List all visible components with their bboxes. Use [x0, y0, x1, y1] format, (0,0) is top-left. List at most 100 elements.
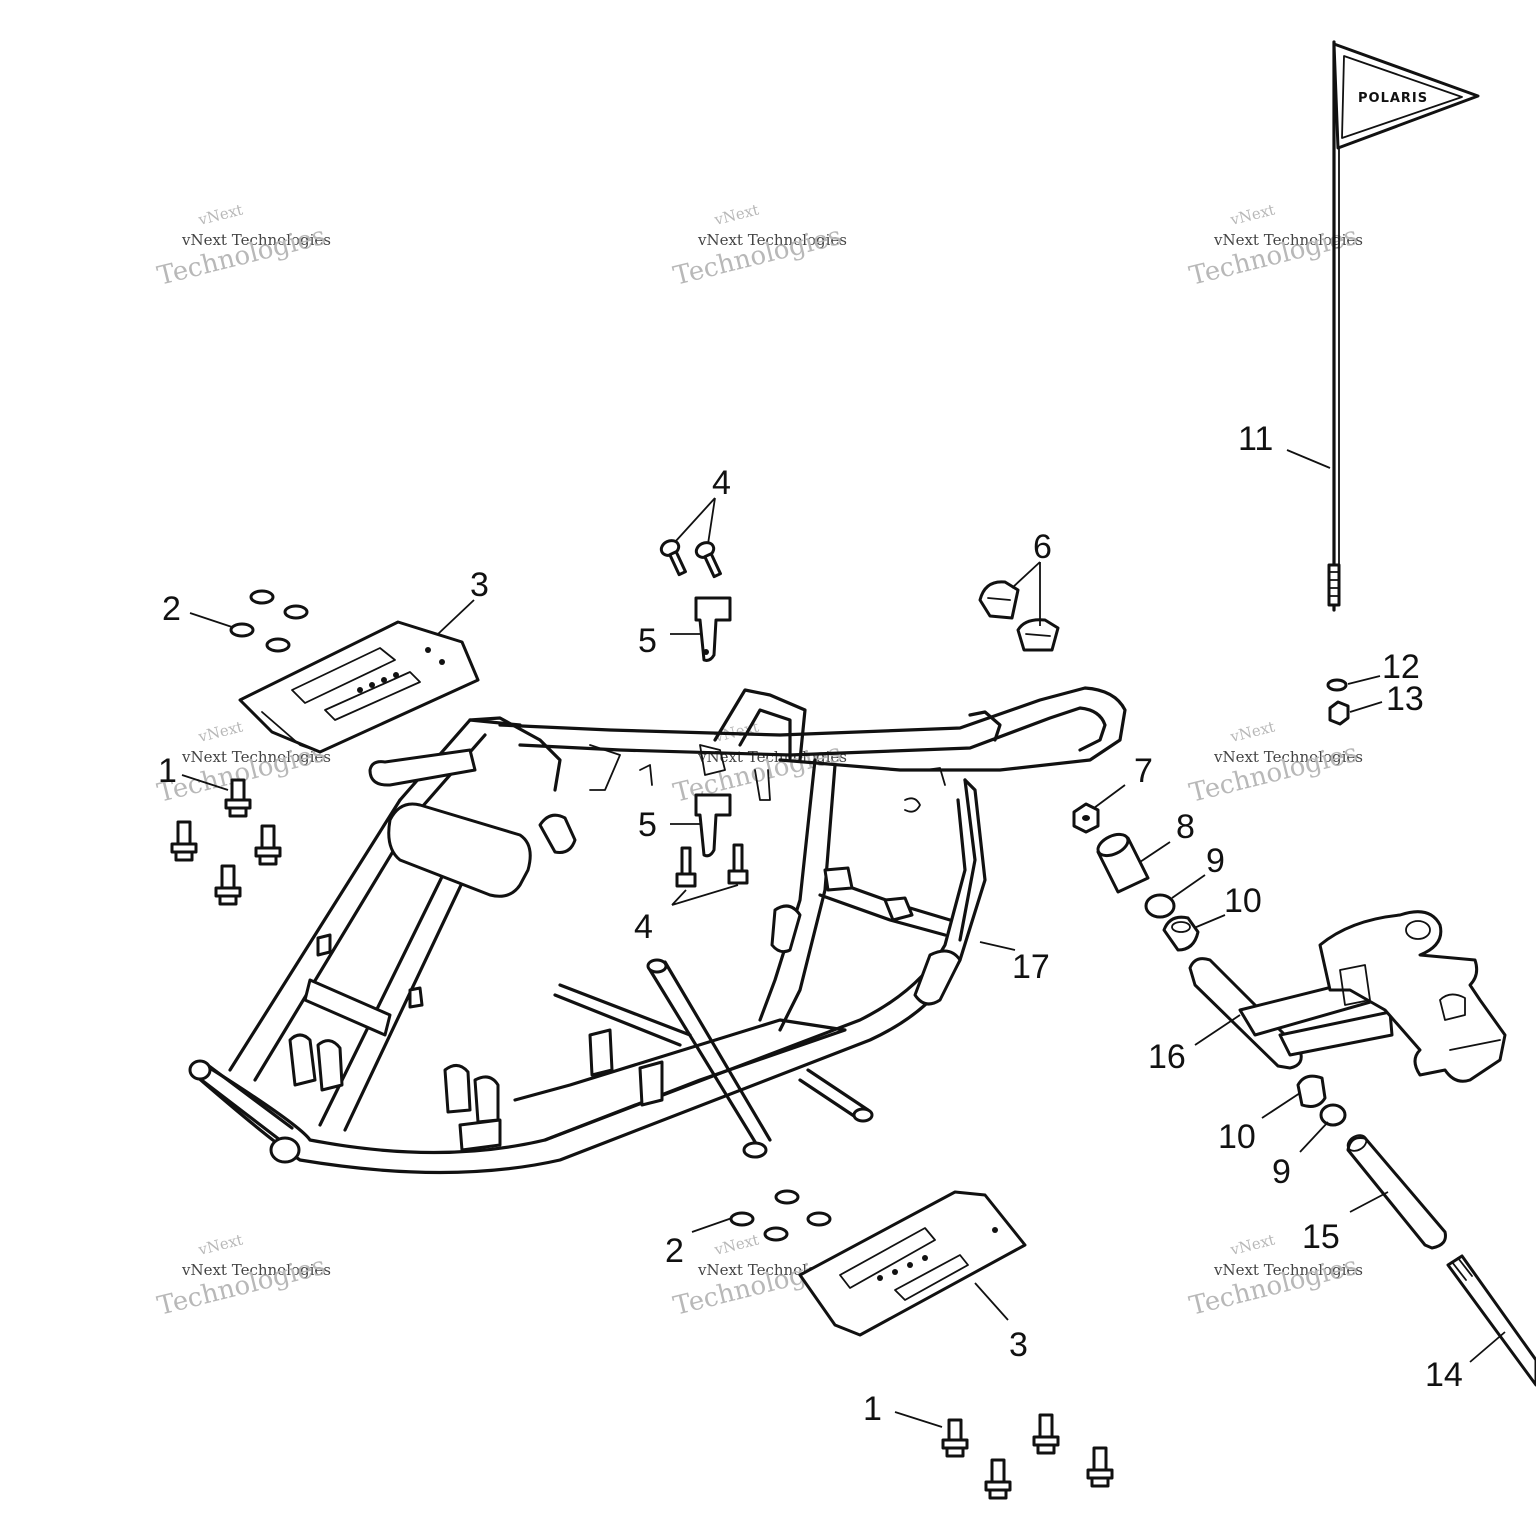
frame-tab: [316, 933, 332, 957]
tube-end: [742, 1141, 768, 1159]
footrest-hole: [381, 677, 387, 683]
rear-upright-inner: [778, 763, 837, 1032]
floor-pan: [513, 1018, 847, 1142]
nut-7: [1072, 802, 1100, 834]
steering-post-16: [1188, 910, 1507, 1083]
watermark: vNext vNext Technologies Technologies: [1186, 718, 1363, 809]
frame-plate: [913, 949, 962, 1006]
front-upright: [228, 798, 417, 1082]
leader-16: [1194, 1014, 1241, 1046]
watermark-line: vNext Technologies: [1213, 1261, 1363, 1279]
frame-detail: [924, 767, 946, 786]
footrest-hole: [393, 672, 399, 678]
engine-mount: [288, 1033, 317, 1087]
nut-13: [1328, 700, 1350, 726]
washer-9-lower: [1319, 1103, 1347, 1127]
leader-12: [1347, 675, 1381, 685]
footrest-hole: [369, 682, 375, 688]
watermark-line: vNext Technologies: [697, 231, 847, 249]
washer: [283, 604, 309, 620]
watermark: vNext vNext Technologies Technologies: [1186, 201, 1363, 292]
callout-5-upper: 5: [638, 622, 657, 660]
footrest-hole: [439, 659, 445, 665]
leader-13: [1349, 701, 1383, 713]
watermark-line: vNext: [1228, 201, 1277, 230]
flange-bolt: [224, 778, 252, 818]
frame-detail: [589, 744, 621, 791]
cable-14: [1446, 1254, 1536, 1387]
bracket-upper: [694, 596, 732, 662]
flag-pennant: [1332, 42, 1480, 150]
callout-11: 11: [1238, 420, 1273, 458]
footrest-tube: [798, 1068, 870, 1122]
seat-bracket-inner: [738, 708, 792, 760]
footrest-lower: [798, 1190, 1027, 1337]
frame-detail: [754, 769, 771, 801]
callout-13: 13: [1386, 680, 1424, 718]
callout-10-upper: 10: [1224, 882, 1262, 920]
callout-14: 14: [1425, 1356, 1463, 1394]
flange-bolt: [254, 824, 282, 866]
footrest-plate: [238, 620, 480, 754]
footrest-hole: [922, 1255, 928, 1261]
engine-mount: [443, 1064, 472, 1114]
footrest-tube: [553, 983, 692, 1047]
flange-bolt: [1086, 1446, 1114, 1488]
footrest-slot: [894, 1254, 969, 1301]
headlight-bracket: [387, 802, 532, 898]
watermark-line: vNext: [196, 201, 245, 230]
callout-8: 8: [1176, 808, 1195, 846]
callout-16: 16: [1148, 1038, 1186, 1076]
steering-clamp: [538, 813, 577, 854]
callout-1-upper: 1: [158, 752, 177, 790]
watermark-line: vNext Technologies: [181, 231, 331, 249]
washer: [229, 622, 255, 638]
frame-tab: [883, 896, 914, 922]
frame-block: [458, 1118, 502, 1152]
seat-bracket: [713, 688, 807, 762]
bushing-8: [1096, 832, 1150, 894]
flange-bolt: [941, 1418, 969, 1458]
bolt-pair-lower: [675, 843, 749, 888]
bolts-upper: [170, 778, 282, 906]
leader-10-upper: [1193, 914, 1226, 929]
flange-bolt: [1032, 1413, 1060, 1455]
frame-crossbar: [303, 978, 392, 1037]
bearing-10-lower: [1296, 1074, 1327, 1108]
footrest-hole: [877, 1275, 883, 1281]
footrest-edge: [261, 711, 321, 753]
callouts: 11 12 13 4 5 5 4 6 7 8 9 10 16 10 9 15 1…: [158, 420, 1463, 1428]
frame-tab: [823, 866, 854, 892]
leader-2-upper: [189, 612, 233, 628]
leader-10-lower: [1261, 1092, 1301, 1119]
frame-detail: [699, 744, 726, 776]
frame-detail: [639, 764, 653, 786]
cross-tube-inner: [818, 893, 947, 937]
washer: [265, 637, 291, 653]
leader-4-upper: [674, 497, 716, 545]
callout-1-lower: 1: [863, 1390, 882, 1428]
watermark-line: vNext: [712, 1231, 761, 1260]
safety-flag: POLARIS: [1327, 40, 1480, 612]
bolt: [694, 541, 722, 579]
washer: [729, 1211, 755, 1227]
watermark-line: vNext: [196, 718, 245, 747]
rear-upright-back: [958, 778, 977, 942]
leader-11: [1286, 449, 1331, 469]
callout-7: 7: [1134, 752, 1153, 790]
footrest-slot: [291, 647, 396, 704]
frame-upper-rail-inner: [518, 706, 1107, 757]
frame-plate: [770, 904, 802, 954]
leader-1-lower: [894, 1411, 943, 1428]
rear-loop-bracket: [968, 710, 1002, 742]
watermark-line: vNext Technologies: [181, 1261, 331, 1279]
bolt: [727, 843, 749, 885]
leader-8: [1139, 841, 1171, 863]
leader-3-upper: [437, 599, 475, 635]
front-upright-rear: [318, 828, 482, 1132]
footrest-hole: [425, 647, 431, 653]
callout-6: 6: [1033, 528, 1052, 566]
engine-mount: [473, 1075, 500, 1124]
tube-end: [852, 1107, 874, 1123]
frame-tab: [638, 1060, 664, 1107]
